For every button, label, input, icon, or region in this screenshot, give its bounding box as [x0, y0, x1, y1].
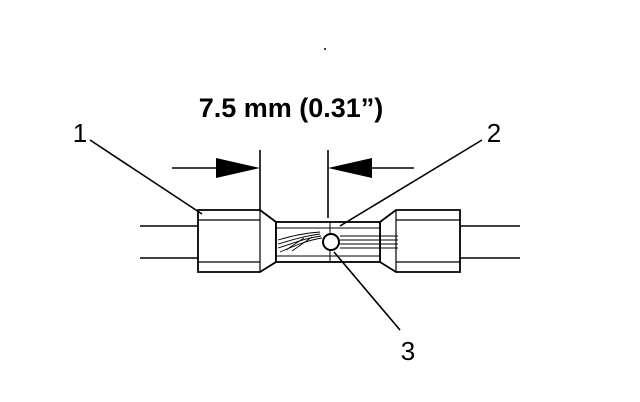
right-sleeve: [379, 209, 461, 273]
inspection-hole: [322, 233, 340, 251]
callout-1: 1: [73, 118, 87, 148]
callout-3: 3: [401, 336, 415, 366]
dimension-arrow-right: [328, 158, 414, 178]
left-sleeve: [197, 209, 277, 273]
left-wire: [140, 225, 198, 259]
right-wire: [460, 225, 520, 259]
speck: [324, 48, 326, 50]
leader-line-3: [333, 251, 401, 331]
right-strands: [340, 235, 398, 249]
leader-line-2: [339, 139, 483, 227]
callout-2: 2: [487, 118, 501, 148]
dimension-arrow-left: [172, 158, 260, 178]
leader-line-1: [89, 139, 203, 215]
left-strands: [277, 231, 323, 253]
dimension-label: 7.5 mm (0.31”): [199, 93, 384, 123]
